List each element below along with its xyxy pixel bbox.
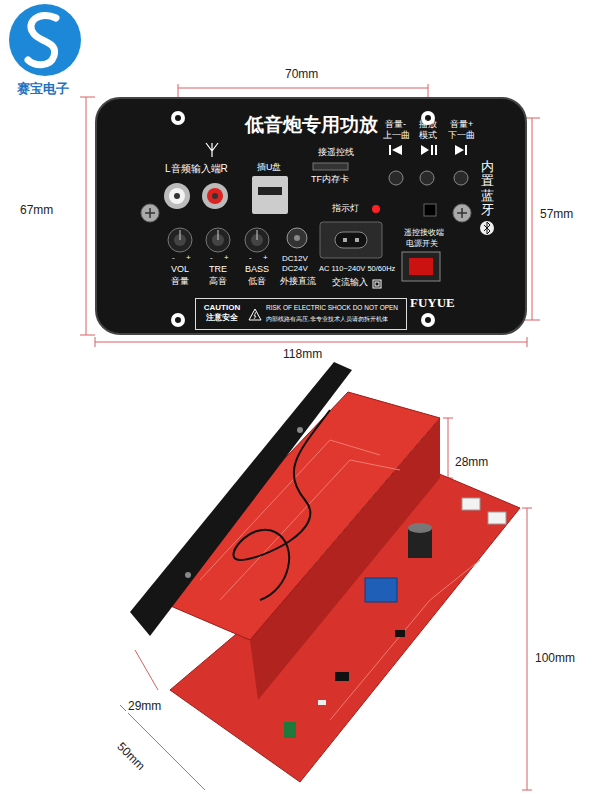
power-label: AC 110~240V 50/60Hz — [319, 265, 395, 273]
button-label: 音量+ — [450, 120, 473, 130]
tf-slot — [313, 163, 348, 170]
brand-logo — [9, 4, 81, 76]
polarity-mark: + — [224, 254, 229, 263]
chip — [395, 630, 405, 637]
panel-plate — [96, 98, 526, 334]
ir-receiver — [424, 204, 436, 216]
logo-mark — [28, 15, 56, 64]
warning-text: RISK OF ELECTRIC SHOCK DO NOT OPEN — [266, 304, 398, 311]
capacitor-top — [408, 523, 432, 533]
button-label: 播放 — [419, 120, 437, 130]
polarity-mark: - — [249, 254, 252, 263]
knobs — [168, 228, 269, 252]
dc-jack — [287, 228, 307, 248]
knob-label: TRE — [209, 265, 227, 275]
dimension: 118mm — [281, 348, 324, 361]
amplifier-board-photo — [130, 362, 520, 782]
caution-heading: CAUTION 注意安全 — [200, 303, 244, 323]
rca-jacks — [164, 183, 228, 209]
button-label: 上一曲 — [383, 131, 410, 141]
brand-name: 赛宝电子 — [17, 82, 69, 96]
resistor — [318, 700, 326, 705]
knob-label: VOL — [171, 265, 189, 275]
small-capacitor — [284, 722, 296, 738]
power-label: DC12V — [282, 255, 308, 264]
indicator-led — [372, 205, 380, 213]
dimension: 67mm — [20, 204, 53, 217]
port-label: L音频输入端R — [165, 163, 228, 174]
connector — [462, 498, 480, 510]
bluetooth-symbol — [480, 221, 494, 235]
usb-port — [252, 176, 288, 214]
power-label: 外接直流 — [280, 277, 316, 287]
chip — [335, 672, 349, 681]
polarity-mark: - — [210, 254, 213, 263]
bracket-screw — [185, 572, 191, 578]
button-label: 模式 — [419, 131, 437, 141]
dimension: 28mm — [453, 456, 490, 469]
port-label: 接遥控线 — [318, 148, 354, 158]
ac-socket — [320, 222, 382, 258]
transformer — [365, 578, 397, 602]
connector — [488, 512, 506, 524]
media-icons — [389, 145, 467, 155]
power-switch — [402, 252, 440, 281]
warning-text: 内部线路有高压,非专业技术人员请勿拆开机体 — [266, 316, 388, 323]
power-label: DC24V — [282, 265, 308, 274]
switch-label: 电源开关 — [406, 240, 438, 249]
dimension: 29mm — [126, 700, 163, 713]
power-label: 交流输入 — [332, 278, 368, 288]
dimension-lines — [80, 84, 540, 790]
logo-circle — [9, 4, 81, 76]
bluetooth-label: 内置蓝牙 — [481, 160, 494, 217]
dimension: 57mm — [540, 208, 573, 221]
knob-label: 音量 — [171, 277, 189, 287]
indicator-label: 指示灯 — [332, 204, 359, 214]
button-label: 音量- — [385, 120, 406, 130]
port-label: 插U盘 — [257, 163, 282, 173]
port-label: TF内存卡 — [311, 175, 349, 185]
knob-label: BASS — [245, 265, 269, 275]
knob-label: 低音 — [248, 277, 266, 287]
side-screws — [141, 204, 471, 222]
polarity-mark: + — [186, 254, 191, 263]
bracket-screw — [297, 427, 303, 433]
dimension: 100mm — [533, 652, 577, 665]
button-label: 下一曲 — [448, 131, 475, 141]
dimension: 70mm — [283, 68, 320, 81]
brand-mark: FUYUE — [410, 296, 455, 310]
front-bracket — [130, 362, 352, 636]
knob-label: 高音 — [209, 277, 227, 287]
caution-strip: CAUTION 注意安全 RISK OF ELECTRIC SHOCK DO NO… — [195, 298, 407, 330]
dimension: 50mm — [113, 739, 149, 775]
polarity-mark: - — [172, 254, 175, 263]
components — [284, 498, 506, 738]
buttons — [389, 171, 468, 185]
double-insulation-symbol — [373, 280, 381, 288]
warning-triangle — [248, 308, 262, 321]
antenna-symbol — [206, 143, 218, 157]
switch-label: 遥控接收端 — [404, 229, 444, 238]
mounting-holes — [171, 111, 435, 327]
polarity-mark: + — [263, 254, 268, 263]
